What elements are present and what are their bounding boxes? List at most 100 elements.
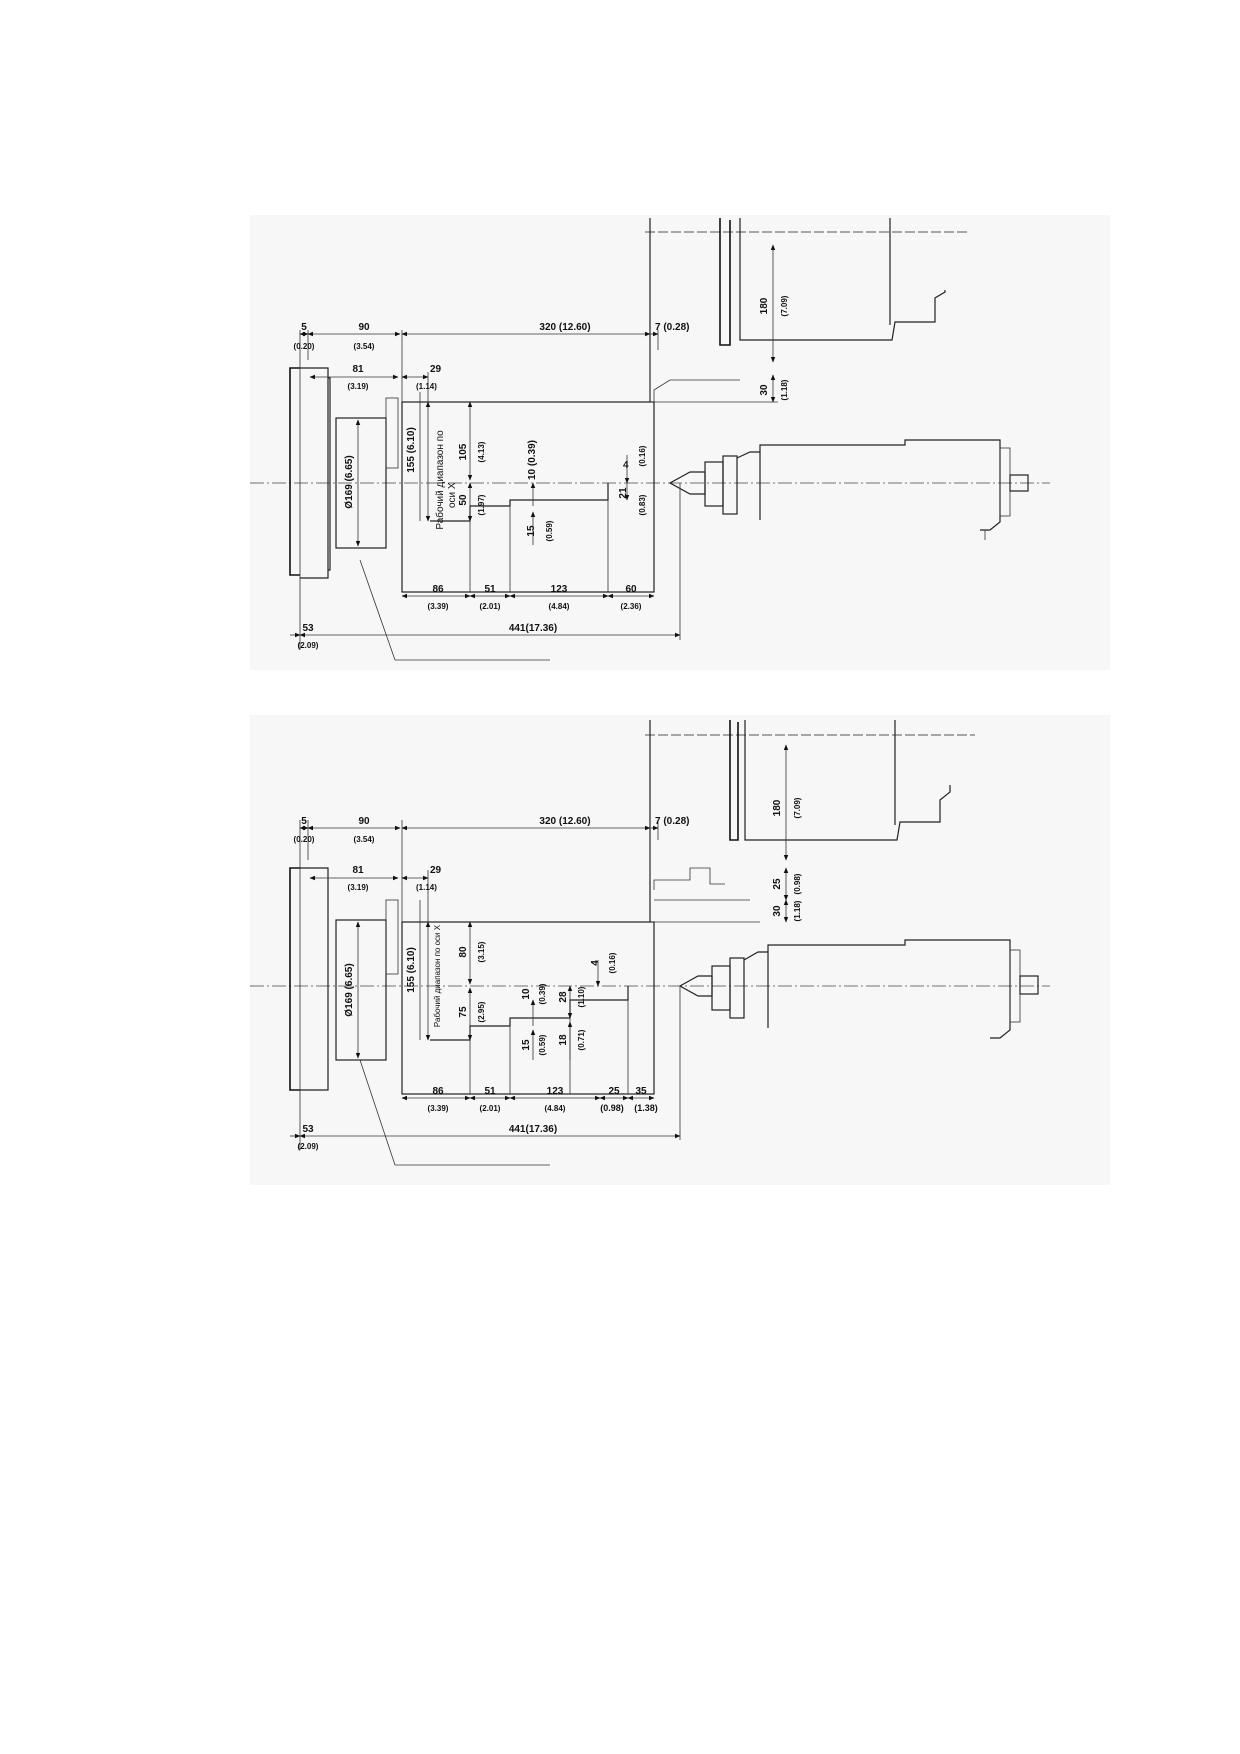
- dim-50-in: (1.97): [477, 494, 486, 515]
- dim-53-in: (2.09): [298, 641, 319, 650]
- dim-80: 80: [458, 946, 469, 958]
- dim-25b-in: (0.98): [600, 1103, 624, 1113]
- extension-lines: [299, 330, 681, 661]
- dim-29: 29: [430, 865, 442, 876]
- dim-5: 5: [301, 322, 307, 333]
- dim-105-in: (4.13): [477, 441, 486, 462]
- workpiece-outline: [401, 401, 655, 593]
- dim-10-in: (0.39): [538, 983, 547, 1004]
- dim-80-in: (3.15): [477, 941, 486, 962]
- dim-5-in: (0.20): [294, 342, 315, 351]
- working-range-caption-line1: Рабочий диапазон по: [434, 430, 446, 530]
- dim-123: 123: [551, 584, 568, 595]
- turret-outline: [645, 720, 975, 923]
- tailstock-outline: [668, 439, 1029, 540]
- dim-30-in: (1.18): [793, 900, 802, 921]
- dim-25-in: (0.98): [793, 873, 802, 894]
- dim-60: 60: [625, 584, 637, 595]
- dim-28-in: (1.10): [577, 986, 586, 1007]
- dim-441: 441(17.36): [509, 623, 557, 634]
- dimension-lines: [290, 744, 789, 1139]
- dim-18: 18: [558, 1034, 569, 1046]
- dim-75-in: (2.95): [477, 1001, 486, 1022]
- dim-169: Ø169 (6.65): [344, 455, 355, 508]
- dim-86-in: (3.39): [428, 602, 449, 611]
- dim-169: Ø169 (6.65): [344, 963, 355, 1016]
- dim-51: 51: [484, 1086, 496, 1097]
- dim-4: 4: [590, 960, 601, 966]
- dim-90-in: (3.54): [354, 342, 375, 351]
- dim-123-in: (4.84): [545, 1104, 566, 1113]
- dim-28: 28: [558, 991, 569, 1003]
- dim-81-in: (3.19): [348, 883, 369, 892]
- dim-90: 90: [358, 322, 370, 333]
- dim-90-in: (3.54): [354, 835, 375, 844]
- dimension-lines: [290, 244, 776, 638]
- dim-50: 50: [458, 494, 469, 506]
- dim-81: 81: [352, 364, 364, 375]
- dim-81-in: (3.19): [348, 382, 369, 391]
- dim-4-in: (0.16): [638, 445, 647, 466]
- dim-75: 75: [458, 1006, 469, 1018]
- dim-25: 25: [772, 878, 783, 890]
- dim-29: 29: [430, 364, 442, 375]
- dim-180: 180: [759, 297, 770, 314]
- dim-180-in: (7.09): [780, 295, 789, 316]
- diagram-top-svg: 5 (0.20) 90 (3.54) 320 (12.60) 7 (0.28) …: [250, 218, 1050, 661]
- dim-15-in: (0.59): [538, 1034, 547, 1055]
- dim-10: 10: [521, 988, 532, 1000]
- dim-15: 15: [521, 1039, 532, 1051]
- dim-29-in: (1.14): [416, 382, 437, 391]
- dim-53-in: (2.09): [298, 1142, 319, 1151]
- dim-10: 10 (0.39): [527, 440, 538, 480]
- dim-180-in: (7.09): [793, 797, 802, 818]
- dim-15-in: (0.59): [545, 520, 554, 541]
- dim-21-in: (0.83): [638, 494, 647, 515]
- dim-90: 90: [358, 816, 370, 827]
- dim-7: 7 (0.28): [655, 322, 689, 333]
- dim-155: 155 (6.10): [406, 427, 417, 473]
- dim-18-in: (0.71): [577, 1029, 586, 1050]
- dim-7: 7 (0.28): [655, 816, 689, 827]
- dim-320: 320 (12.60): [539, 322, 590, 333]
- dim-155: 155 (6.10): [406, 947, 417, 993]
- dim-123: 123: [547, 1086, 564, 1097]
- dim-51-in: (2.01): [480, 602, 501, 611]
- lathe-working-range-diagram-bottom: 5 (0.20) 90 (3.54) 320 (12.60) 7 (0.28) …: [250, 715, 1110, 1185]
- dim-4-in: (0.16): [608, 952, 617, 973]
- dim-30-in: (1.18): [780, 379, 789, 400]
- dim-21: 21: [618, 487, 629, 499]
- lathe-working-range-diagram-top: 5 (0.20) 90 (3.54) 320 (12.60) 7 (0.28) …: [250, 215, 1110, 670]
- dim-123-in: (4.84): [549, 602, 570, 611]
- extension-lines: [299, 820, 681, 1166]
- dim-30: 30: [759, 384, 770, 396]
- dim-35-in: (1.38): [634, 1103, 658, 1113]
- dim-51: 51: [484, 584, 496, 595]
- dim-25b: 25: [608, 1086, 620, 1097]
- dim-105: 105: [458, 443, 469, 460]
- turret-outline: [645, 218, 970, 403]
- dim-51-in: (2.01): [480, 1104, 501, 1113]
- dim-441: 441(17.36): [509, 1124, 557, 1135]
- dim-53: 53: [302, 623, 314, 634]
- dim-4: 4: [623, 460, 629, 471]
- working-range-caption-line2: оси Х: [447, 482, 458, 508]
- dim-5: 5: [301, 816, 307, 827]
- tailstock-outline: [678, 939, 1039, 1039]
- diagram-bottom-svg: 5 (0.20) 90 (3.54) 320 (12.60) 7 (0.28) …: [250, 720, 1050, 1166]
- working-range-caption: Рабочий диапазон по оси Х: [433, 924, 442, 1027]
- dim-15: 15: [526, 525, 537, 537]
- dim-35: 35: [635, 1086, 647, 1097]
- dim-53: 53: [302, 1124, 314, 1135]
- chuck-outline: [289, 867, 399, 1091]
- dim-86: 86: [432, 1086, 444, 1097]
- dim-320: 320 (12.60): [539, 816, 590, 827]
- dim-30: 30: [772, 905, 783, 917]
- dim-86: 86: [432, 584, 444, 595]
- dim-5-in: (0.20): [294, 835, 315, 844]
- dim-86-in: (3.39): [428, 1104, 449, 1113]
- dim-29-in: (1.14): [416, 883, 437, 892]
- dim-180: 180: [772, 799, 783, 816]
- dim-60-in: (2.36): [621, 602, 642, 611]
- dim-81: 81: [352, 865, 364, 876]
